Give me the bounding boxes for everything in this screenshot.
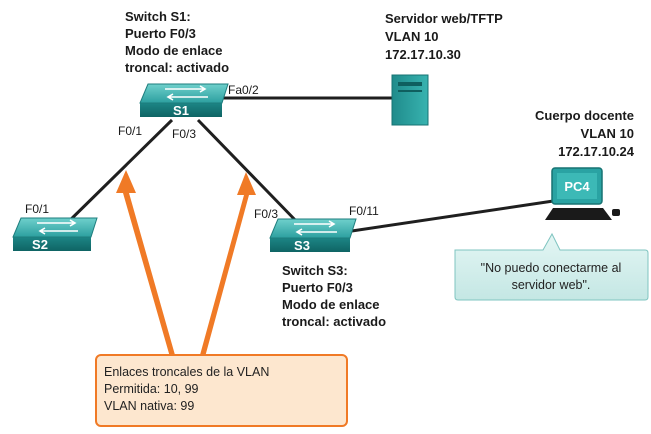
switch-s2[interactable]: S2 (12, 217, 98, 252)
switch-s3-info: Switch S3: Puerto F0/3 Modo de enlace tr… (282, 263, 386, 329)
pc4-keyboard-icon (545, 208, 612, 220)
server-slot (398, 82, 422, 86)
server-info-line-2: VLAN 10 (385, 29, 438, 44)
server-info-line-3: 172.17.10.30 (385, 47, 461, 62)
arrow-to-s1-s3-link (200, 172, 256, 357)
switch-s1-info-line-2: Puerto F0/3 (125, 26, 196, 41)
port-label-s3-to-s1: F0/3 (254, 207, 278, 221)
port-label-s1-to-server: Fa0/2 (228, 83, 259, 97)
server[interactable] (391, 74, 429, 126)
switch-s3[interactable]: S3 (269, 218, 357, 253)
arrow-to-s1-s2-link (116, 170, 175, 357)
switch-s3-top (269, 218, 357, 239)
trunk-callout-line-1: Enlaces troncales de la VLAN (104, 365, 269, 379)
switch-s1-info: Switch S1: Puerto F0/3 Modo de enlace tr… (125, 9, 229, 75)
speech-bubble-shape (454, 232, 649, 301)
switch-arrows-icon (165, 85, 208, 101)
link-s1-s3 (196, 118, 302, 227)
pc4-icon-label: PC4 (564, 179, 590, 194)
switch-arrows-icon (294, 220, 337, 236)
pc4-info-line-3: 172.17.10.24 (558, 144, 635, 159)
switch-s3-info-line-3: Modo de enlace (282, 297, 380, 312)
trunk-callout-line-3: VLAN nativa: 99 (104, 399, 194, 413)
port-labels: Fa0/2 F0/1 F0/3 F0/1 F0/3 F0/11 (25, 83, 379, 221)
switch-s1[interactable]: S1 (139, 83, 229, 118)
switch-s1-info-line-4: troncal: activado (125, 60, 229, 75)
pc4-mouse-icon (612, 209, 620, 216)
link-s3-pc4 (344, 198, 561, 234)
trunk-callout: Enlaces troncales de la VLAN Permitida: … (95, 354, 348, 427)
switch-s2-side (13, 237, 91, 251)
switch-s3-info-line-4: troncal: activado (282, 314, 386, 329)
switch-s2-top (12, 217, 98, 238)
switch-s1-info-line-3: Modo de enlace (125, 43, 223, 58)
link-s1-s2 (58, 118, 174, 232)
switch-s1-side (140, 103, 222, 117)
port-label-s3-to-pc4: F0/11 (349, 204, 379, 218)
port-label-s1-to-s3: F0/3 (172, 127, 196, 141)
switch-arrows-icon (37, 219, 78, 235)
pc4-speech-bubble: "No puedo conectarme al servidor web". (454, 232, 649, 301)
port-label-s1-to-s2: F0/1 (118, 124, 142, 138)
speech-bubble-line-2: servidor web". (512, 278, 591, 292)
trunk-arrows (116, 170, 256, 357)
server-info-line-1: Servidor web/TFTP (385, 11, 503, 26)
pc4-info: Cuerpo docente VLAN 10 172.17.10.24 (535, 108, 635, 159)
server-slot (398, 90, 422, 92)
switch-s1-top (139, 83, 229, 104)
switch-s3-icon-label: S3 (294, 238, 310, 253)
pc4-info-line-2: VLAN 10 (581, 126, 634, 141)
speech-bubble-line-1: "No puedo conectarme al (481, 261, 622, 275)
switch-s3-info-line-2: Puerto F0/3 (282, 280, 353, 295)
server-info: Servidor web/TFTP VLAN 10 172.17.10.30 (385, 11, 503, 62)
pc4[interactable]: PC4 (545, 167, 620, 220)
port-label-s2-to-s1: F0/1 (25, 202, 49, 216)
trunk-callout-box (95, 354, 348, 427)
pc4-info-line-1: Cuerpo docente (535, 108, 634, 123)
switch-s3-side (270, 238, 350, 252)
switch-s2-icon-label: S2 (32, 237, 48, 252)
trunk-callout-line-2: Permitida: 10, 99 (104, 382, 199, 396)
switch-s1-icon-label: S1 (173, 103, 189, 118)
pc4-screen (557, 173, 597, 199)
switch-s1-info-line-1: Switch S1: (125, 9, 191, 24)
links (58, 96, 561, 234)
switch-s3-info-line-1: Switch S3: (282, 263, 348, 278)
